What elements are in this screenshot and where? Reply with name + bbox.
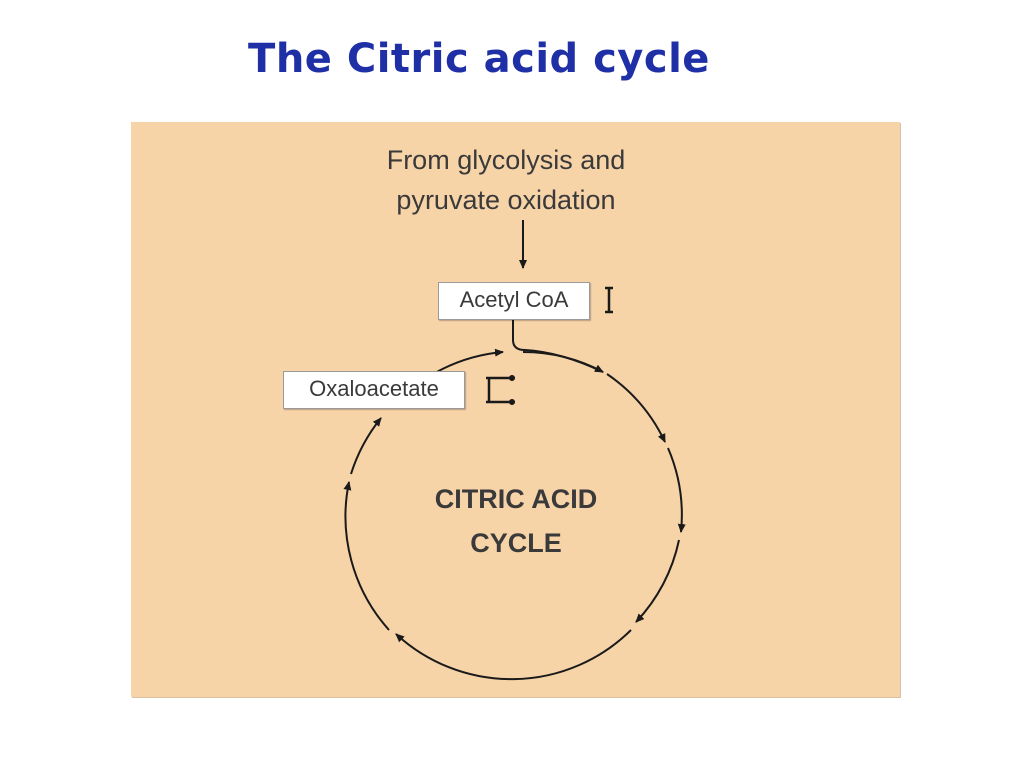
citric-acid-cycle-diagram: From glycolysis and pyruvate oxidation A… [131,122,900,697]
cycle-segment-3 [667,447,686,533]
acetyl-coa-entry-line [512,320,604,373]
cycle-segment-2 [606,373,666,443]
input-source-label: From glycolysis and pyruvate oxidation [331,140,681,220]
cycle-segment-5 [395,629,632,681]
cycle-label-line-1: CITRIC ACID [434,484,598,514]
cycle-segment-4 [635,539,680,623]
input-source-line-2: pyruvate oxidation [396,185,616,215]
slide-title: The Citric acid cycle [248,36,710,82]
cycle-segment-7 [350,417,382,475]
cycle-segment-6 [343,481,390,631]
acetyl-coa-bracket-icon [605,286,613,314]
oxaloacetate-box: Oxaloacetate [283,371,465,409]
cycle-center-label: CITRIC ACID CYCLE [401,477,631,565]
cycle-arrows-layer [343,220,686,681]
cycle-segment-1 [522,351,604,373]
oxaloacetate-bracket-icon [486,374,516,406]
input-source-line-1: From glycolysis and [386,145,626,175]
cycle-label-line-2: CYCLE [470,528,562,558]
acetyl-coa-box: Acetyl CoA [438,282,590,320]
